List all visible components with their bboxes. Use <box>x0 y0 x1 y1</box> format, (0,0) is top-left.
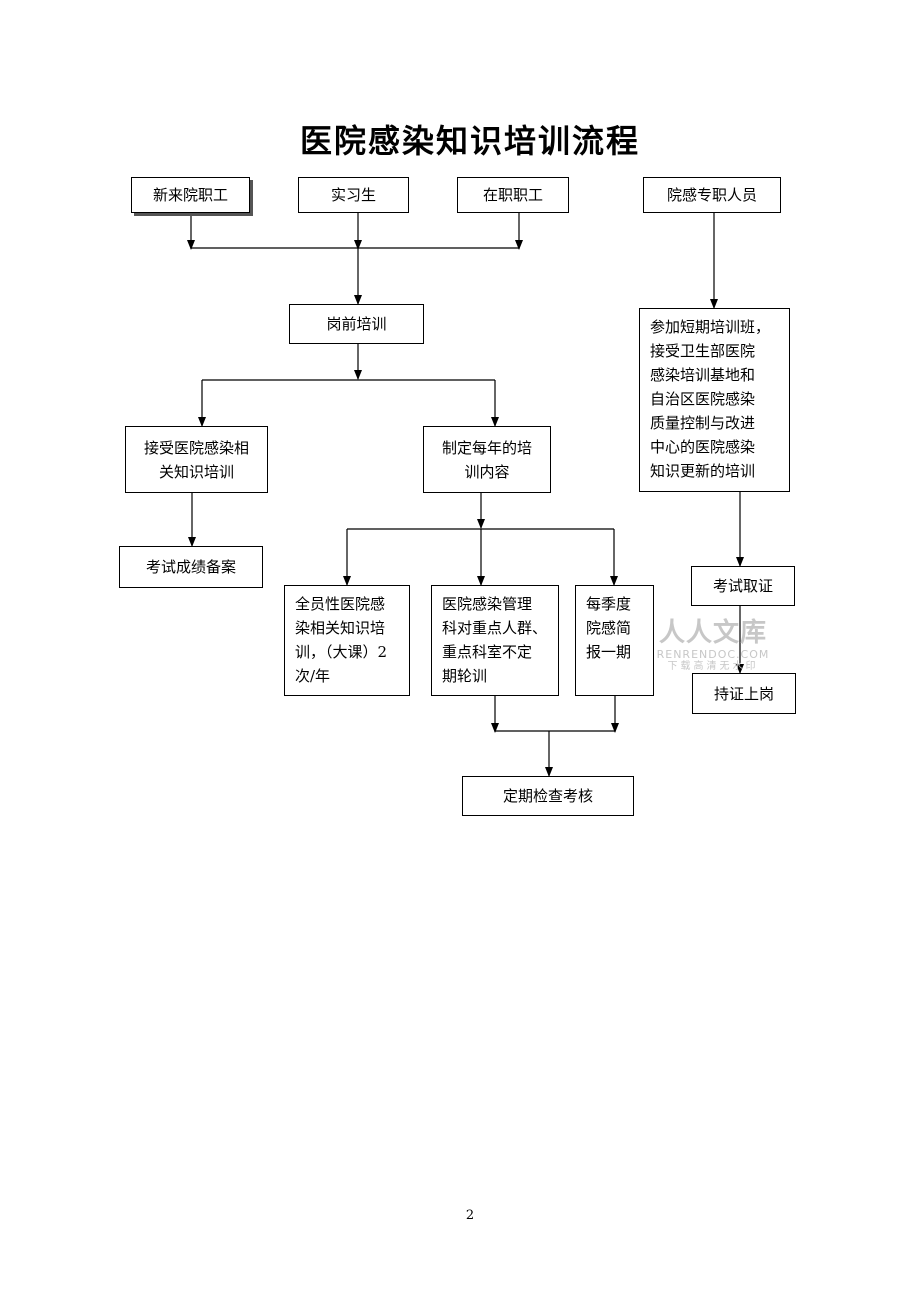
node-short-course: 参加短期培训班， 接受卫生部医院 感染培训基地和 自治区医院感染 质量控制与改进… <box>639 308 790 492</box>
node-current-staff: 在职职工 <box>457 177 569 213</box>
node-certified-work: 持证上岗 <box>692 673 796 714</box>
node-exam-record: 考试成绩备案 <box>119 546 263 588</box>
watermark-logo: 人人文库 RENRENDOC.COM 下载高清无水印 <box>648 618 778 673</box>
node-intern: 实习生 <box>298 177 409 213</box>
watermark-sub: RENRENDOC.COM <box>656 648 770 661</box>
node-ic-professional: 院感专职人员 <box>643 177 781 213</box>
node-quarterly-bulletin: 每季度 院感简 报一期 <box>575 585 654 696</box>
node-pre-job-training: 岗前培训 <box>289 304 424 344</box>
node-all-staff-training: 全员性医院感 染相关知识培 训，（大课）2 次/年 <box>284 585 410 696</box>
node-receive-training: 接受医院感染相 关知识培训 <box>125 426 268 493</box>
page-title: 医院感染知识培训流程 <box>299 122 640 160</box>
node-exam-certificate: 考试取证 <box>691 566 795 606</box>
node-new-staff: 新来院职工 <box>131 177 250 213</box>
node-annual-content: 制定每年的培 训内容 <box>423 426 551 493</box>
watermark-tag: 下载高清无水印 <box>667 661 759 672</box>
page-number: 2 <box>465 1208 475 1223</box>
node-regular-check: 定期检查考核 <box>462 776 634 816</box>
watermark-main: 人人文库 <box>658 618 767 648</box>
node-targeted-training: 医院感染管理 科对重点人群、 重点科室不定 期轮训 <box>431 585 559 696</box>
